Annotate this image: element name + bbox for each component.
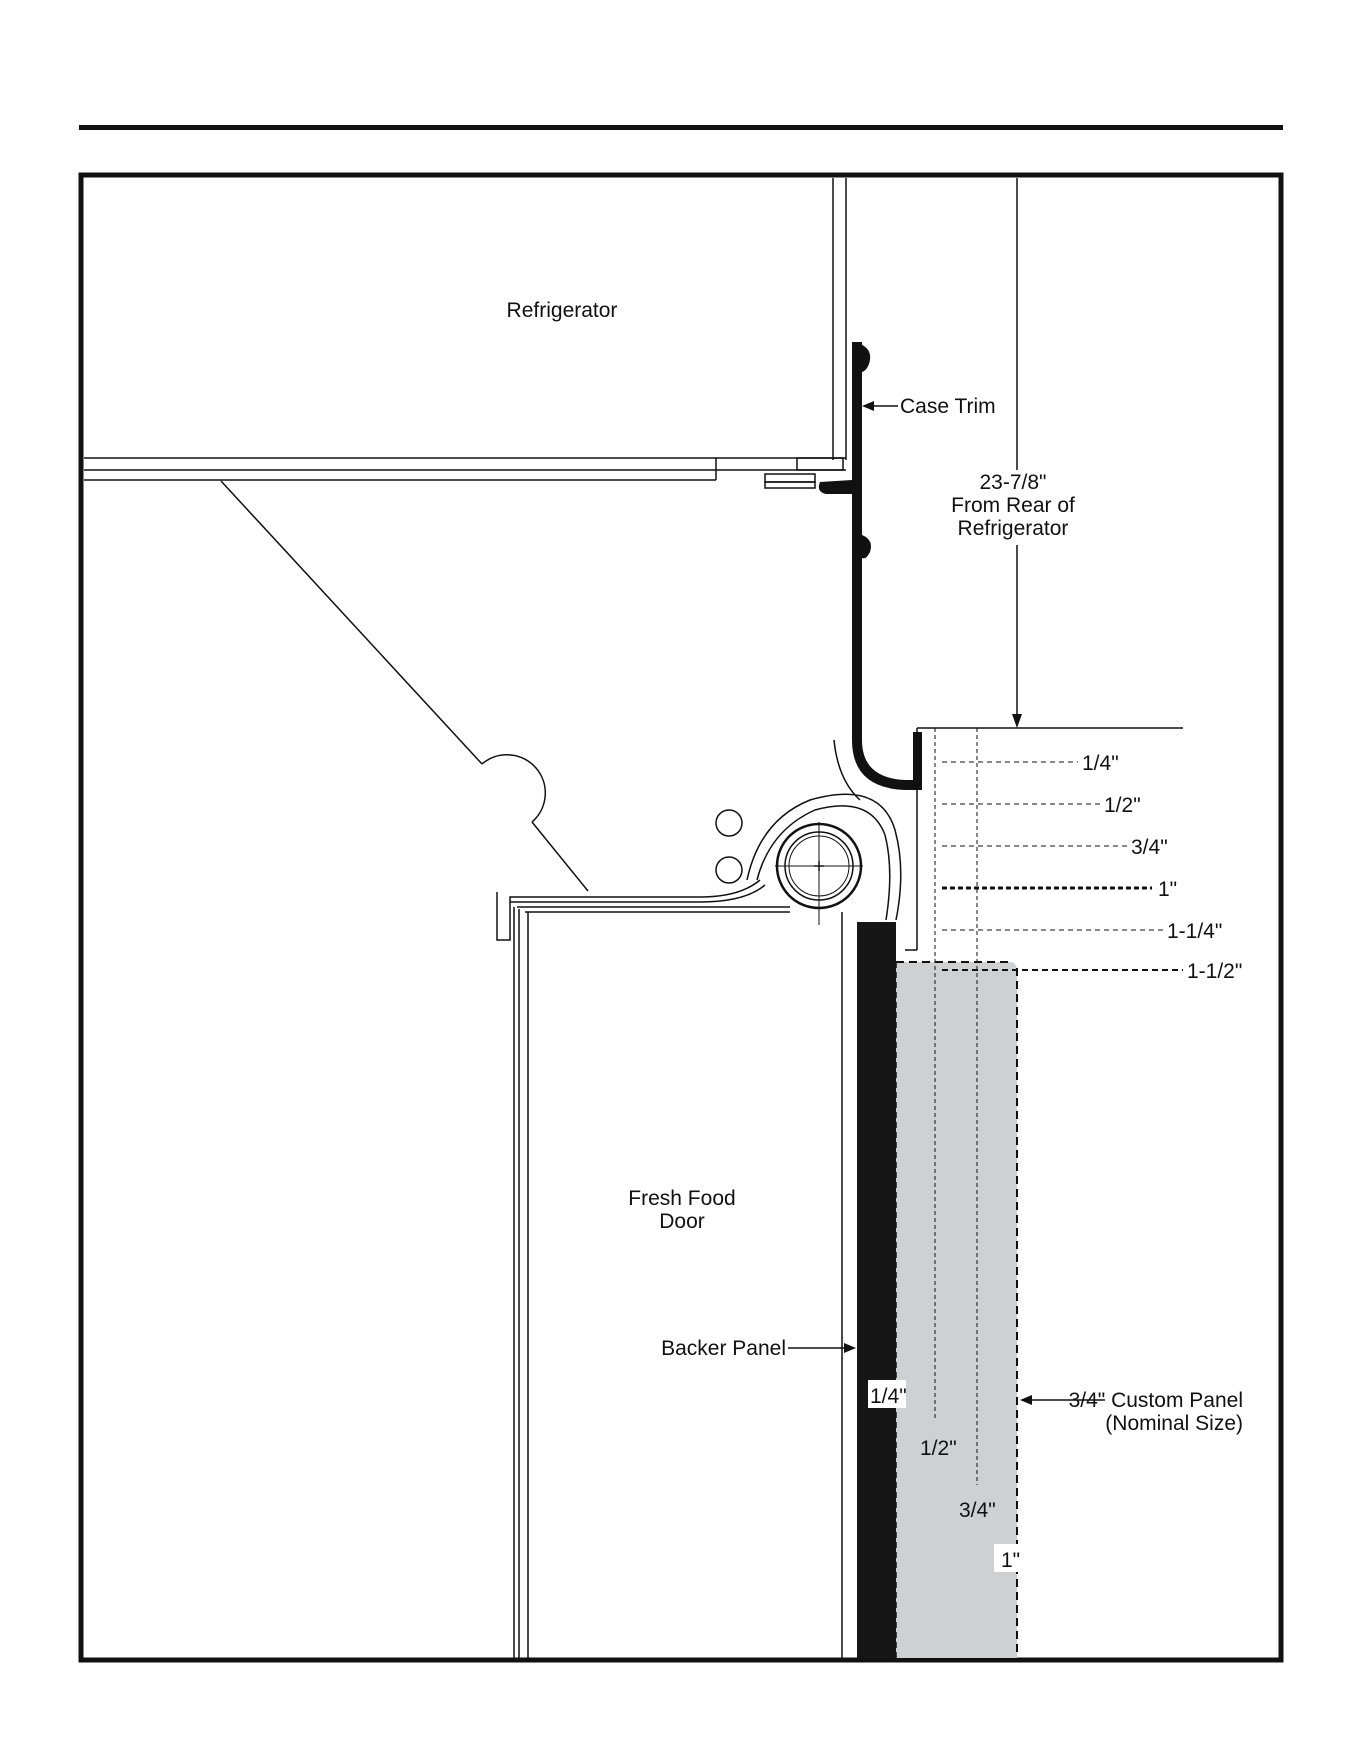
offset-label-3: 3/4" xyxy=(1131,836,1168,859)
offset-label-2: 1/2" xyxy=(1104,794,1141,817)
backer-panel-label: Backer Panel xyxy=(661,1337,786,1360)
header-rule xyxy=(79,125,1283,130)
offset-label-1: 1/4" xyxy=(1082,752,1119,775)
custom-panel-label-line2: (Nominal Size) xyxy=(1105,1412,1243,1435)
fresh-food-door-label: Fresh Food xyxy=(628,1187,735,1210)
thickness-label-4: 1" xyxy=(1001,1549,1020,1572)
offset-label-4: 1" xyxy=(1158,878,1177,901)
thickness-label-1: 1/4" xyxy=(870,1385,907,1408)
offset-label-5: 1-1/4" xyxy=(1167,920,1222,943)
backer-panel xyxy=(857,922,896,1658)
fresh-food-door-label-line2: Door xyxy=(659,1210,705,1233)
thickness-label-3: 3/4" xyxy=(959,1499,996,1522)
refrigerator-label: Refrigerator xyxy=(507,299,618,322)
thickness-label-2: 1/2" xyxy=(920,1437,957,1460)
depth-dimension-line2: From Rear of xyxy=(951,494,1075,517)
diagram-frame xyxy=(81,175,1281,1660)
depth-dimension-line3: Refrigerator xyxy=(958,517,1069,540)
depth-dimension-value: 23-7/8" xyxy=(980,471,1047,494)
offset-label-6: 1-1/2" xyxy=(1187,960,1242,983)
custom-panel-label: 3/4" Custom Panel xyxy=(1069,1389,1243,1412)
case-trim-label: Case Trim xyxy=(900,395,996,418)
